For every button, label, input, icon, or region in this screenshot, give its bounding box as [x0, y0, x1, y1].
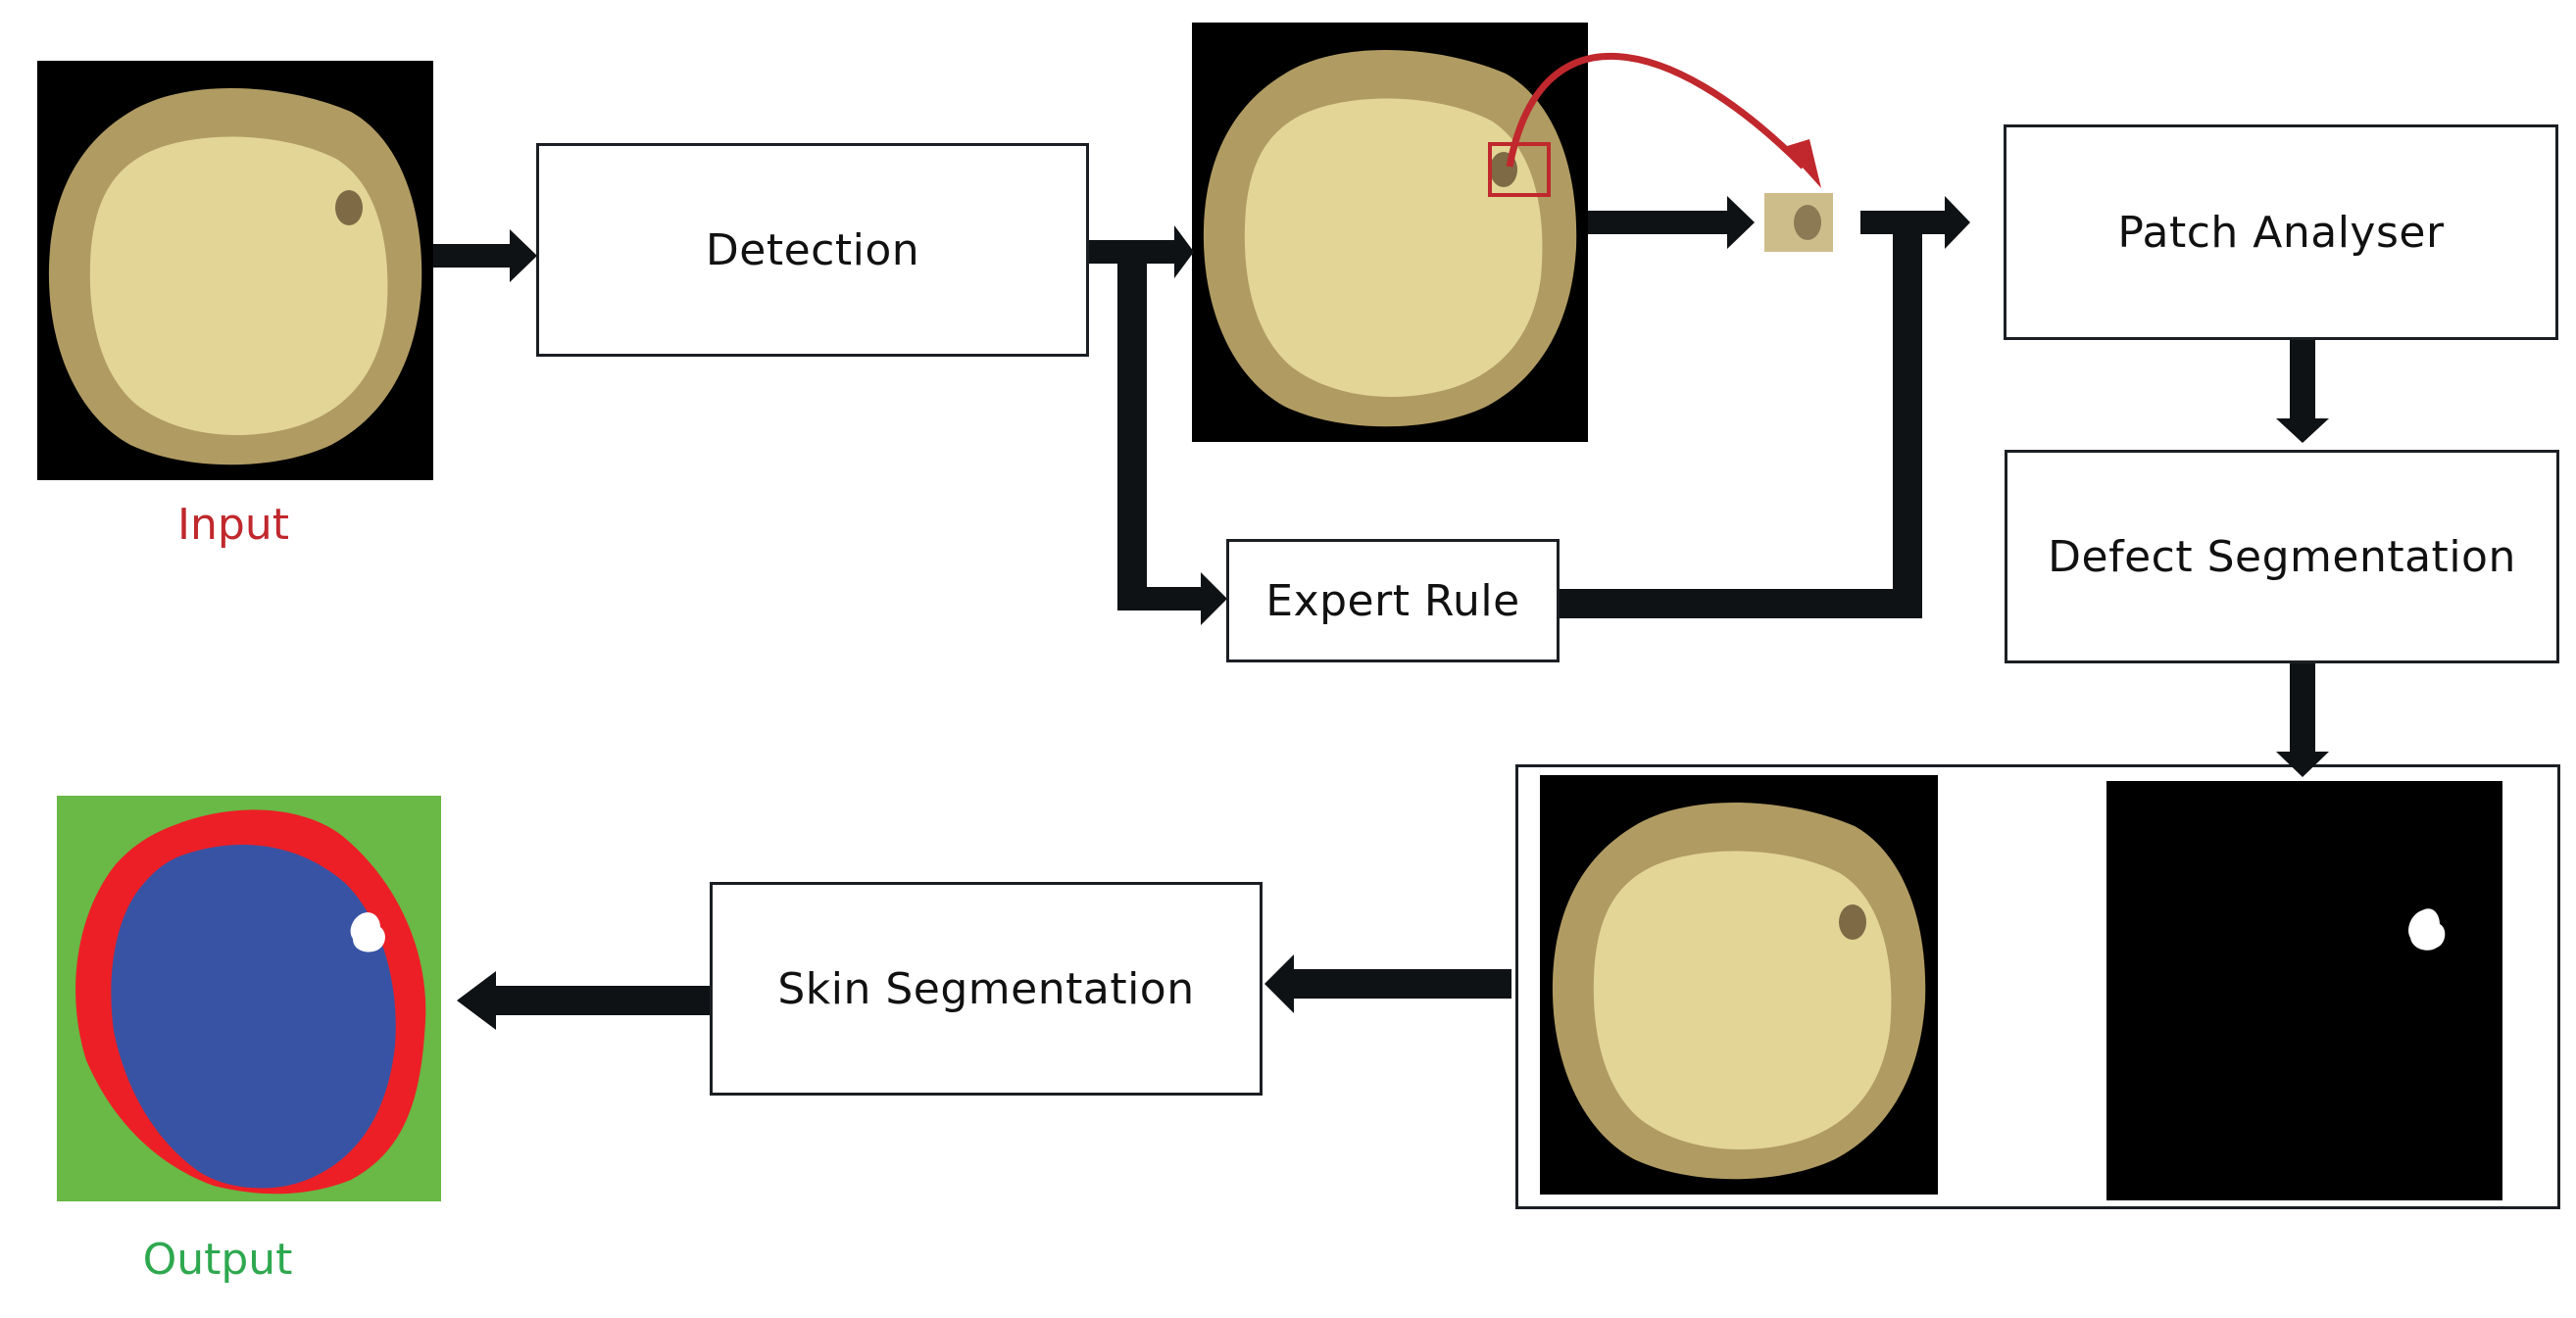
defect-mask-graphic — [2408, 908, 2446, 951]
arrow-defect-to-result-shaft — [2290, 663, 2315, 756]
arrow-detection-to-image-head — [1174, 225, 1194, 278]
output-mask-graphic — [75, 809, 426, 1195]
skin-segmentation-label: Skin Segmentation — [777, 963, 1195, 1014]
input-label: Input — [177, 500, 289, 550]
arrow-analyser-to-defect-head — [2276, 418, 2329, 443]
expert-rule-label: Expert Rule — [1265, 575, 1520, 626]
connector-expert-rule-horizontal — [1560, 589, 1922, 618]
detection-box: Detection — [536, 143, 1089, 357]
detection-label: Detection — [705, 224, 920, 275]
arrow-image-to-patch-shaft — [1588, 211, 1733, 234]
arrow-to-expert-rule-head — [1201, 572, 1227, 625]
arrow-to-expert-rule-shaft — [1117, 587, 1206, 610]
connector-expert-rule-vertical — [1893, 211, 1922, 618]
arrow-defect-to-result-head — [2276, 752, 2329, 777]
patch-graphic — [1764, 193, 1833, 252]
input-image — [37, 61, 433, 480]
defect-mask-image — [2106, 781, 2502, 1200]
patch-highlight-box — [1488, 142, 1551, 197]
arrow-skin-to-output-head — [457, 971, 496, 1030]
patch-analyser-box: Patch Analyser — [2004, 124, 2558, 340]
output-label: Output — [142, 1235, 293, 1285]
patch-thumbnail — [1764, 193, 1833, 252]
patch-extraction-curve — [1506, 52, 1807, 170]
detected-image — [1192, 23, 1588, 442]
arrow-result-to-skin-head — [1264, 954, 1294, 1013]
arrow-patch-to-analyser-head — [1945, 196, 1970, 249]
connector-branch-vertical — [1117, 252, 1147, 610]
patch-analyser-label: Patch Analyser — [2117, 207, 2445, 258]
result-potato-image — [1540, 775, 1938, 1195]
arrow-result-to-skin-shaft — [1290, 969, 1511, 999]
arrow-input-to-detection-shaft — [433, 244, 514, 268]
arrow-image-to-patch-head — [1727, 196, 1755, 249]
defect-segmentation-box: Defect Segmentation — [2005, 450, 2559, 663]
arrow-analyser-to-defect-shaft — [2290, 340, 2315, 422]
output-image — [57, 796, 441, 1201]
arrow-skin-to-output-shaft — [492, 986, 710, 1015]
expert-rule-box: Expert Rule — [1226, 539, 1560, 662]
arrow-input-to-detection-head — [510, 229, 537, 282]
defect-segmentation-label: Defect Segmentation — [2048, 531, 2516, 582]
input-potato-graphic — [48, 87, 422, 465]
defect-result-panel — [1515, 764, 2560, 1209]
result-potato-graphic — [1552, 802, 1926, 1180]
skin-segmentation-box: Skin Segmentation — [710, 882, 1263, 1096]
patch-extraction-arrowhead — [1784, 139, 1821, 188]
detected-potato-graphic — [1203, 49, 1577, 427]
